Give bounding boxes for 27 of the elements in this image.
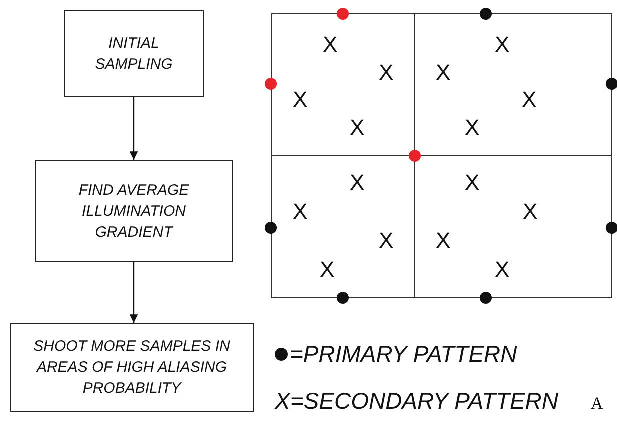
sample-mark: X xyxy=(465,172,480,194)
sample-mark: X xyxy=(293,201,308,223)
step-text: SHOOT MORE SAMPLES IN AREAS OF HIGH ALIASING PROBABILITY xyxy=(32,337,232,399)
legend-text: X=SECONDARY PATTERN xyxy=(275,388,559,414)
arrow xyxy=(130,97,138,160)
sample-mark: X xyxy=(523,201,538,223)
sample-mark: X xyxy=(465,117,480,139)
sample-mark: X xyxy=(436,230,451,252)
step-text: INITIAL SAMPLING xyxy=(94,34,174,74)
figure-letter: A xyxy=(591,393,604,415)
sample-mark: X xyxy=(436,62,451,84)
arrow xyxy=(130,262,138,323)
sample-mark: X xyxy=(379,62,394,84)
sample-mark: X xyxy=(323,34,338,56)
sample-mark: X xyxy=(350,172,365,194)
sample-mark: X xyxy=(495,34,510,56)
sample-mark: X xyxy=(350,117,365,139)
legend-text: =PRIMARY PATTERN xyxy=(290,341,518,367)
sample-mark: X xyxy=(522,89,537,111)
process-box xyxy=(10,323,254,412)
process-box xyxy=(35,160,233,262)
step-text: FIND AVERAGE ILLUMINATION GRADIENT xyxy=(78,180,190,242)
sample-mark: X xyxy=(293,89,308,111)
process-box xyxy=(64,10,204,97)
sample-mark: X xyxy=(379,230,394,252)
sample-mark: X xyxy=(320,259,335,281)
sample-mark: X xyxy=(495,259,510,281)
